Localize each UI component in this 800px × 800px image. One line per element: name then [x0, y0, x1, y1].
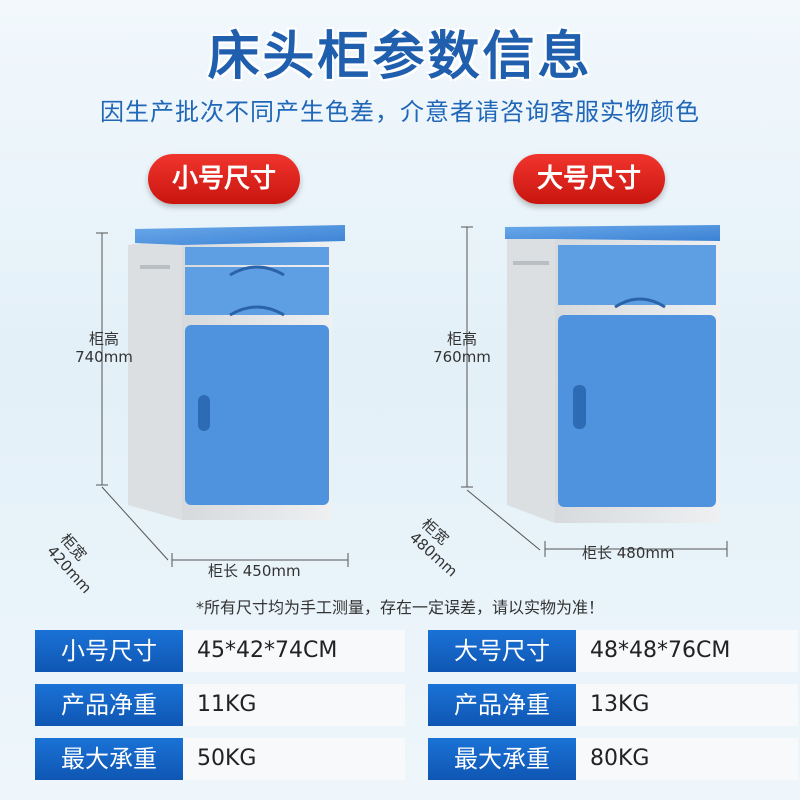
spec-label: 最大承重 [35, 738, 183, 780]
spec-value: 80KG [576, 738, 798, 780]
page-title: 床头柜参数信息 [207, 27, 593, 87]
spec-value: 48*48*76CM [576, 630, 798, 672]
spec-value: 13KG [576, 684, 798, 726]
small-length-label: 柜长 450mm [208, 562, 301, 580]
small-size-badge: 小号尺寸 [148, 154, 300, 204]
small-height-label: 柜高 740mm [75, 330, 133, 366]
spec-label: 产品净重 [428, 684, 576, 726]
color-disclaimer: 因生产批次不同产生色差，介意者请咨询客服实物颜色 [100, 98, 700, 126]
large-height-label: 柜高 760mm [433, 330, 491, 366]
spec-label: 最大承重 [428, 738, 576, 780]
spec-label: 大号尺寸 [428, 630, 576, 672]
large-size-badge: 大号尺寸 [513, 154, 665, 204]
spec-label: 小号尺寸 [35, 630, 183, 672]
spec-label: 产品净重 [35, 684, 183, 726]
measurement-note: *所有尺寸均为手工测量，存在一定误差，请以实物为准！ [195, 598, 604, 617]
large-cabinet-illustration [461, 225, 728, 557]
spec-value: 50KG [183, 738, 405, 780]
spec-value: 45*42*74CM [183, 630, 405, 672]
large-length-label: 柜长 480mm [582, 544, 675, 562]
small-cabinet-illustration [96, 225, 349, 567]
spec-value: 11KG [183, 684, 405, 726]
